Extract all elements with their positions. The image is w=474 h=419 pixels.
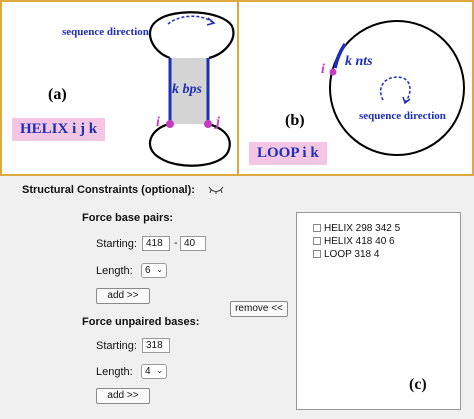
j-marker [204,120,212,128]
pairs-separator: - [174,237,178,249]
add-pair-button[interactable]: add >> [96,288,150,304]
sequence-arrowhead [206,17,216,26]
i-marker [166,120,174,128]
unpaired-length-label: Length: [96,366,133,378]
helix-tag: HELIX i j k [12,118,106,141]
chevron-down-icon: ⌄ [156,265,163,274]
bottom-loop-shape [148,122,231,167]
unpaired-length-select[interactable]: 4 ⌄ [141,364,167,379]
sequence-arrowhead [402,96,411,105]
k-bps-label: k bps [172,82,202,97]
pairs-start-i-input[interactable]: 418 [142,236,170,251]
panel-c-label: (c) [409,376,427,393]
sequence-direction-label: sequence direction [359,110,446,122]
force-base-pairs-heading: Force base pairs: [82,212,174,224]
constraint-checkbox[interactable] [313,250,321,258]
pairs-start-j-input[interactable]: 40 [180,236,206,251]
unpaired-start-input[interactable]: 318 [142,338,170,353]
helix-diagram-panel: sequence direction k bps (a) i j HELIX i… [0,0,239,176]
list-item-label: HELIX 418 40 6 [324,236,395,247]
force-unpaired-heading: Force unpaired bases: [82,316,200,328]
list-item-label: HELIX 298 342 5 [324,223,401,234]
loop-circle [329,20,465,156]
structural-constraints-form: Structural Constraints (optional): Force… [0,176,474,419]
pairs-length-label: Length: [96,265,133,277]
constraint-checkbox[interactable] [313,224,321,232]
j-label: j [216,115,220,130]
k-nts-arc [333,43,347,69]
add-unpaired-button[interactable]: add >> [96,388,150,404]
unpaired-starting-label: Starting: [96,340,137,352]
loop-diagram-panel: i k nts (b) sequence direction LOOP i k [237,0,474,176]
i-label: i [156,115,160,130]
i-marker [329,68,337,76]
form-title: Structural Constraints (optional): [22,184,195,196]
k-nts-label: k nts [345,54,373,69]
list-item-label: LOOP 318 4 [324,249,380,260]
unpaired-length-value: 4 [145,366,151,377]
pairs-length-value: 6 [145,265,151,276]
sequence-arrow [380,76,411,103]
remove-button[interactable]: remove << [230,301,288,317]
sequence-arrow [167,15,213,25]
helix-diagram [148,11,235,167]
chevron-down-icon: ⌄ [156,366,163,375]
panel-b-label: (b) [285,112,305,129]
panel-a-label: (a) [48,86,67,103]
helix-shading [170,58,208,124]
pairs-length-select[interactable]: 6 ⌄ [141,263,167,278]
pairs-starting-label: Starting: [96,238,137,250]
constraint-checkbox[interactable] [313,237,321,245]
i-label: i [321,62,325,77]
collapse-icon[interactable] [208,186,224,194]
top-loop-shape [148,11,235,60]
loop-diagram [329,20,465,156]
sequence-direction-label: sequence direction [62,26,149,38]
constraints-list[interactable]: HELIX 298 342 5 HELIX 418 40 6 LOOP 318 … [296,212,461,410]
loop-tag: LOOP i k [249,142,327,165]
